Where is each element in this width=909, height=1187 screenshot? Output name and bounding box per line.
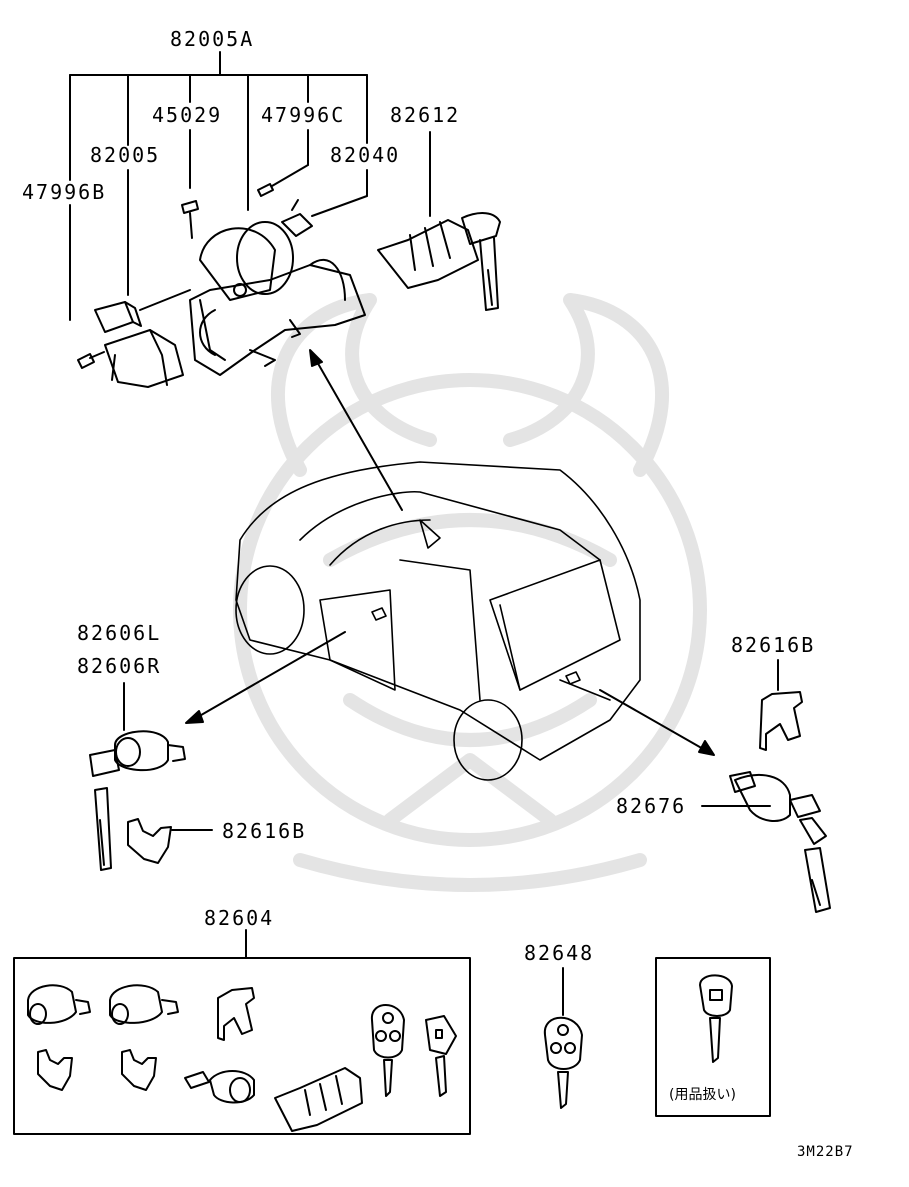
- label-82676: 82676: [616, 794, 687, 818]
- screw-47996c: [257, 183, 274, 197]
- vehicle-body: [235, 461, 641, 781]
- accessory-note: (用品扱い): [669, 1087, 736, 1103]
- part-82606-door-lock: [89, 682, 186, 871]
- part-82612-cylinder: [377, 212, 501, 311]
- part-82616b-right-clip: [759, 659, 803, 751]
- kit-82604-box: [13, 929, 471, 1135]
- screw-47996b: [77, 351, 105, 369]
- part-82648-key: [543, 967, 583, 1109]
- ignition-cover: [104, 329, 184, 388]
- label-82616B-right: 82616B: [731, 633, 816, 657]
- figure-code: 3M22B7: [797, 1144, 854, 1160]
- arrow-to-rear-lock: [599, 689, 715, 756]
- label-47996C: 47996C: [261, 103, 346, 127]
- label-82604: 82604: [204, 906, 275, 930]
- screw-45029: [181, 200, 199, 239]
- part-82616b-left-clip: [127, 818, 213, 864]
- arrow-to-left-lock: [185, 631, 346, 724]
- label-82606L: 82606L: [77, 621, 162, 645]
- arrow-to-ignition: [309, 349, 403, 511]
- label-82612: 82612: [390, 103, 461, 127]
- part-82676-rear-lock: [701, 771, 831, 913]
- label-82040: 82040: [330, 143, 401, 167]
- label-82005A: 82005A: [170, 27, 255, 51]
- steering-lock-housing: [139, 221, 366, 376]
- label-82005: 82005: [90, 143, 161, 167]
- part-82040: [281, 199, 313, 237]
- label-47996B: 47996B: [22, 180, 107, 204]
- top-leader-lines: [69, 51, 431, 321]
- label-82606R: 82606R: [77, 654, 162, 678]
- label-82616B-left: 82616B: [222, 819, 307, 843]
- part-82005: [94, 301, 142, 333]
- accessory-box: [655, 957, 771, 1117]
- label-45029: 45029: [152, 103, 223, 127]
- label-82648: 82648: [524, 941, 595, 965]
